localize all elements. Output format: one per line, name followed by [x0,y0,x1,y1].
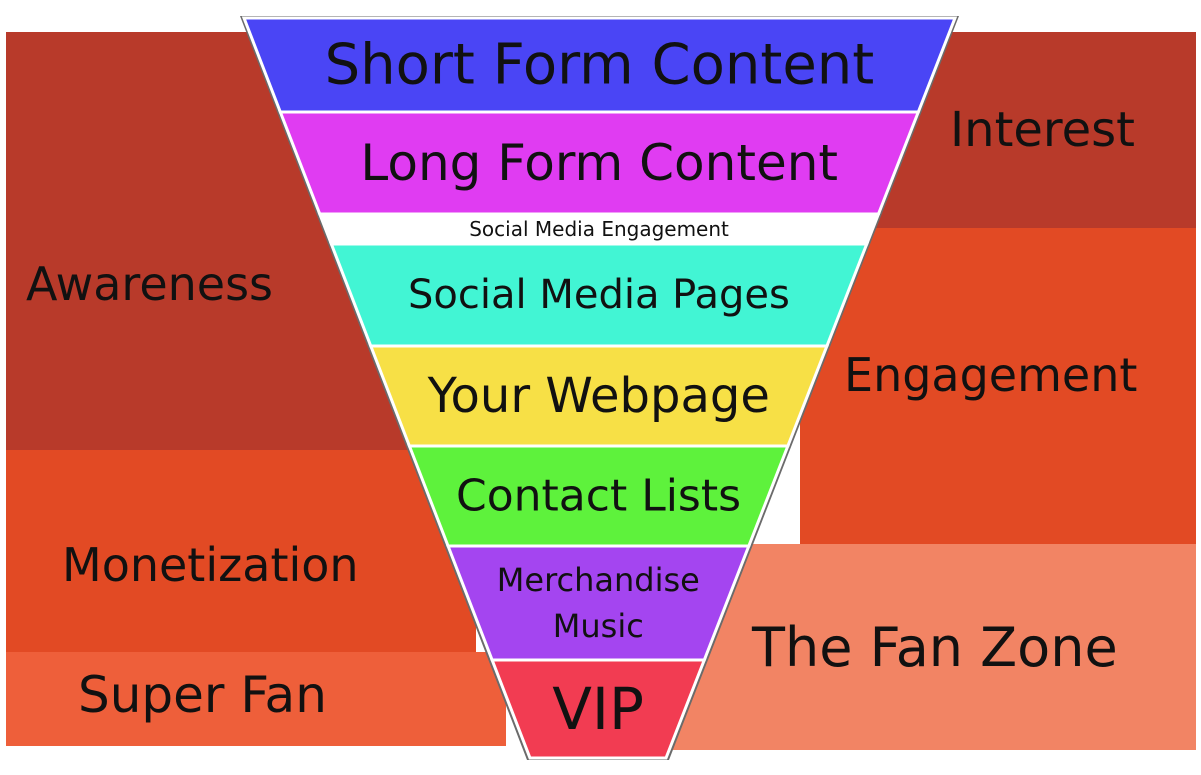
funnel-stage-label: Merchandise [497,561,700,599]
band-engagement: Engagement [800,228,1196,544]
funnel-stage-long-form-content: Long Form Content [278,110,921,216]
funnel-stage-label: Your Webpage [427,368,770,424]
funnel-stage-label: Long Form Content [360,134,838,192]
funnel-stage-your-webpage: Your Webpage [368,344,830,448]
funnel-stage-short-form-content: Short Form Content [241,16,958,114]
band-label-the-fan-zone: The Fan Zone [752,616,1118,679]
funnel-stage-label: Social Media Engagement [469,217,729,241]
band-label-awareness: Awareness [26,257,274,311]
band-label-monetization: Monetization [62,538,359,592]
funnel-stage-social-media-engagement: Social Media Engagement [317,212,881,246]
funnel-stage-vip: VIP [489,658,707,760]
funnel-stage-contact-lists: Contact Lists [407,444,791,548]
band-super-fan: Super Fan [6,652,506,746]
funnel-stage-label: VIP [552,675,644,743]
funnel-stage-social-media-pages: Social Media Pages [329,242,869,348]
funnel-stage-label: Social Media Pages [408,272,790,318]
band-label-interest: Interest [950,102,1135,158]
band-monetization: Monetization [6,450,476,652]
funnel-stage-fill [489,658,707,760]
funnel-stage-label: Short Form Content [325,33,875,98]
band-label-engagement: Engagement [844,348,1138,402]
funnel-stage-label: Music [553,607,644,645]
funnel-stage-label: Contact Lists [456,471,741,522]
band-label-super-fan: Super Fan [78,666,327,724]
